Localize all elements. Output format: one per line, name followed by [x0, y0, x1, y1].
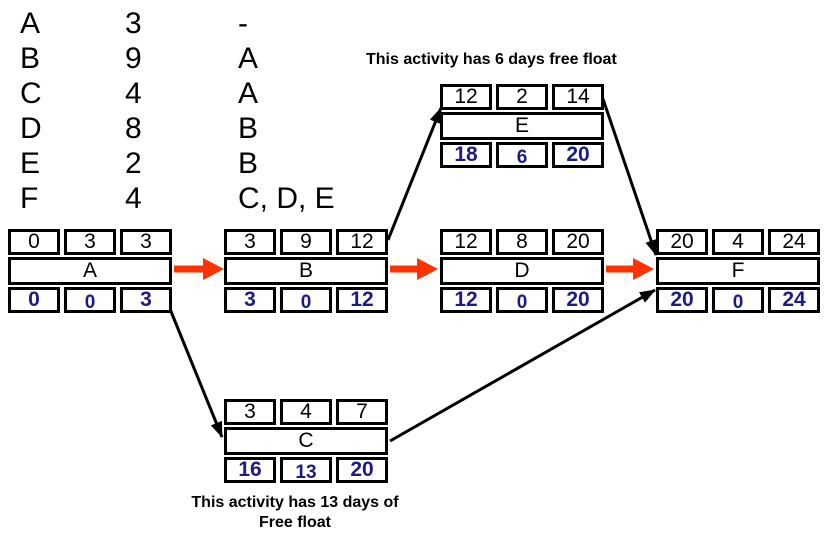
early-start-cell: 20 [656, 229, 708, 255]
activity-name-cell: E [440, 112, 604, 140]
late-finish-cell: 3 [120, 287, 172, 313]
arrow-e-to-f [601, 98, 658, 256]
activity-table: A 3 - B 9 A C 4 A D 8 B E 2 B F 4 C, D, … [20, 6, 458, 216]
activity-node-f: 20 4 24 F 20 0 24 [656, 229, 820, 313]
activity-predecessors: B [238, 147, 259, 180]
late-finish-cell: 24 [768, 287, 820, 313]
activity-node-d: 12 8 20 D 12 0 20 [440, 229, 604, 313]
late-start-cell: 3 [224, 287, 276, 313]
activity-duration: 2 [125, 147, 142, 180]
activity-name-cell: B [224, 257, 388, 285]
activity-predecessors: - [238, 7, 248, 40]
activity-duration: 4 [125, 182, 142, 215]
early-finish-cell: 3 [120, 229, 172, 255]
early-finish-cell: 12 [336, 229, 388, 255]
activity-predecessors: A [238, 42, 259, 75]
activity-id: B [20, 42, 41, 75]
total-float-cell: 13 [280, 457, 332, 483]
total-float-cell: 0 [712, 287, 764, 313]
annotation-c-line2: Free float [258, 514, 331, 531]
duration-cell: 9 [280, 229, 332, 255]
arrow-d-to-f-critical [606, 258, 654, 280]
activity-id: D [20, 112, 42, 145]
arrow-b-to-d-critical [390, 258, 438, 280]
activity-node-b: 3 9 12 B 3 0 12 [224, 229, 388, 313]
activity-id: A [20, 7, 41, 40]
activity-id: F [20, 182, 39, 215]
activity-node-c: 3 4 7 C 16 13 20 [224, 399, 388, 483]
duration-cell: 4 [712, 229, 764, 255]
activity-node-e: 12 2 14 E 18 6 20 [440, 84, 604, 168]
activity-duration: 8 [125, 112, 142, 145]
activity-predecessors: A [238, 77, 259, 110]
late-start-cell: 20 [656, 287, 708, 313]
early-finish-cell: 14 [552, 84, 604, 110]
activity-predecessors: C, D, E [238, 182, 335, 215]
total-float-cell: 0 [64, 287, 116, 313]
late-finish-cell: 12 [336, 287, 388, 313]
late-finish-cell: 20 [552, 287, 604, 313]
activity-duration: 4 [125, 77, 142, 110]
early-start-cell: 3 [224, 399, 276, 425]
arrow-a-to-b-critical [174, 258, 224, 280]
activity-node-a: 0 3 3 A 0 0 3 [8, 229, 172, 313]
activity-name-cell: A [8, 257, 172, 285]
early-finish-cell: 20 [552, 229, 604, 255]
activity-id: C [20, 77, 42, 110]
annotation-e-free-float: This activity has 6 days free float [366, 51, 617, 68]
late-finish-cell: 20 [552, 142, 604, 168]
activity-duration: 9 [125, 42, 142, 75]
arrow-a-to-c [168, 308, 224, 438]
late-start-cell: 18 [440, 142, 492, 168]
annotation-c-line1: This activity has 13 days of [191, 494, 399, 511]
late-start-cell: 0 [8, 287, 60, 313]
activity-name-cell: F [656, 257, 820, 285]
duration-cell: 2 [496, 84, 548, 110]
duration-cell: 3 [64, 229, 116, 255]
activity-name-cell: C [224, 427, 388, 455]
total-float-cell: 0 [280, 287, 332, 313]
activity-id: E [20, 147, 41, 180]
annotation-c-free-float: This activity has 13 days of Free float [175, 493, 415, 533]
activity-duration: 3 [125, 7, 142, 40]
late-start-cell: 16 [224, 457, 276, 483]
early-start-cell: 12 [440, 229, 492, 255]
duration-cell: 4 [280, 399, 332, 425]
activity-predecessors: B [238, 112, 259, 145]
duration-cell: 8 [496, 229, 548, 255]
early-finish-cell: 24 [768, 229, 820, 255]
late-start-cell: 12 [440, 287, 492, 313]
early-start-cell: 0 [8, 229, 60, 255]
total-float-cell: 6 [496, 142, 548, 168]
activity-name-cell: D [440, 257, 604, 285]
early-start-cell: 3 [224, 229, 276, 255]
early-finish-cell: 7 [336, 399, 388, 425]
early-start-cell: 12 [440, 84, 492, 110]
total-float-cell: 0 [496, 287, 548, 313]
late-finish-cell: 20 [336, 457, 388, 483]
